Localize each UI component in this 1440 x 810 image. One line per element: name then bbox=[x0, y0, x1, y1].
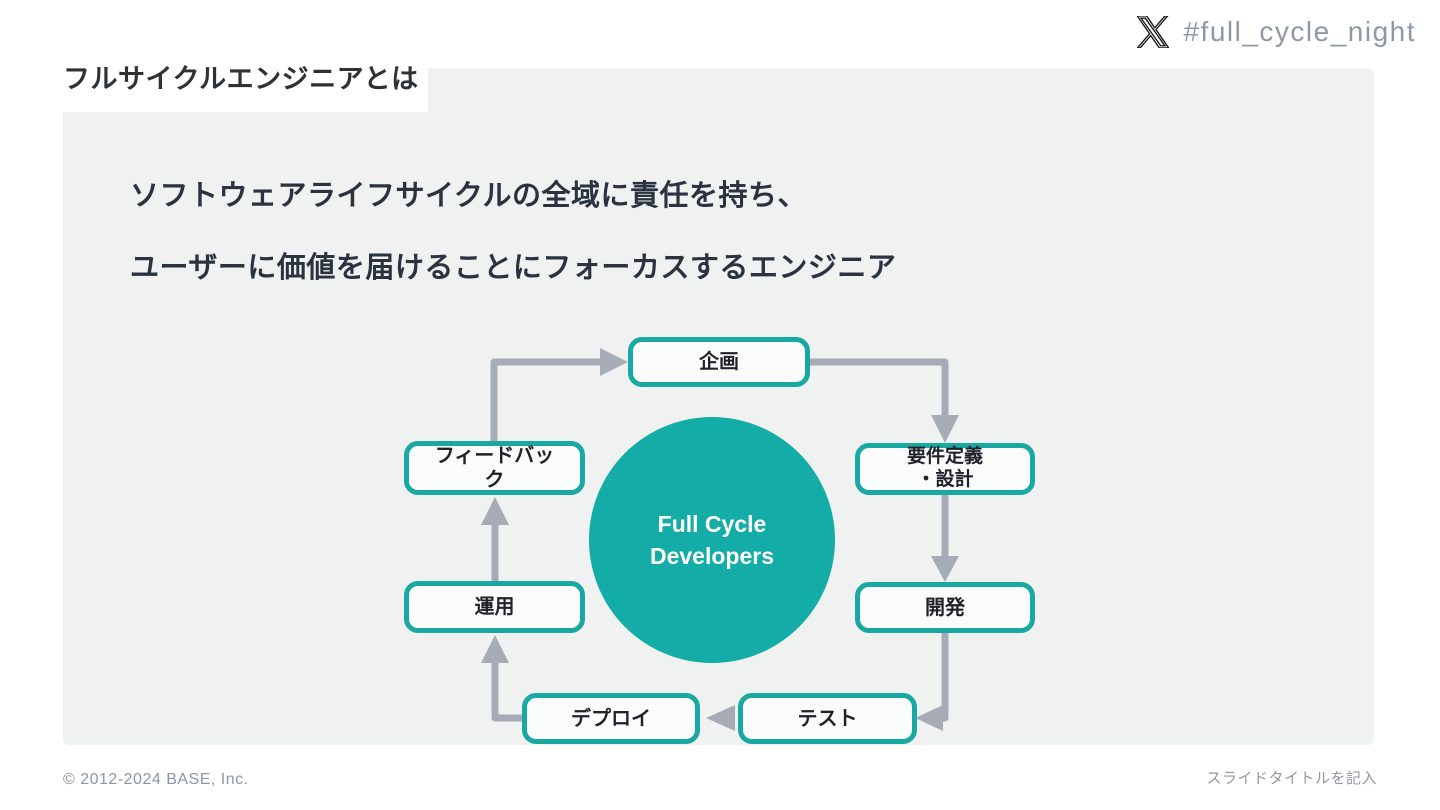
statement-line-1: ソフトウェアライフサイクルの全域に責任を持ち、 bbox=[130, 180, 808, 212]
arrow-plan-to-requirements bbox=[810, 358, 949, 415]
node-operation: 運用 bbox=[404, 581, 585, 633]
arrowhead-into-plan bbox=[600, 348, 628, 376]
footer-note: スライドタイトルを記入 bbox=[1206, 770, 1377, 787]
center-circle-full-cycle-developers: Full Cycle Developers bbox=[589, 417, 835, 663]
arrow-feedback-to-plan bbox=[490, 358, 600, 441]
node-test: テスト bbox=[738, 693, 917, 744]
arrow-deploy-to-operation bbox=[491, 663, 522, 722]
arrowhead-into-operation bbox=[481, 635, 509, 663]
node-development: 開発 bbox=[855, 582, 1035, 633]
arrowhead-into-test bbox=[915, 705, 943, 731]
node-plan: 企画 bbox=[628, 337, 810, 387]
header-hashtag-group: #full_cycle_night bbox=[1137, 16, 1416, 48]
x-twitter-icon bbox=[1137, 16, 1170, 48]
statement: ソフトウェアライフサイクルの全域に責任を持ち、 ユーザーに価値を届けることにフォ… bbox=[130, 180, 897, 285]
copyright-text: © 2012-2024 BASE, Inc. bbox=[63, 771, 249, 788]
node-requirements-design: 要件定義 ・設計 bbox=[855, 443, 1035, 495]
event-hashtag: #full_cycle_night bbox=[1183, 16, 1416, 47]
arrowhead-into-deploy bbox=[706, 705, 735, 731]
arrowhead-into-requirements bbox=[931, 415, 959, 443]
title-box: フルサイクルエンジニアとは bbox=[0, 0, 428, 112]
statement-line-2: ユーザーに価値を届けることにフォーカスするエンジニア bbox=[130, 251, 897, 284]
node-feedback: フィードバッ ク bbox=[404, 441, 585, 495]
arrow-development-to-test bbox=[941, 633, 949, 722]
arrowhead-into-feedback bbox=[481, 497, 509, 525]
arrowhead-into-development bbox=[931, 556, 959, 582]
node-deploy: デプロイ bbox=[522, 693, 700, 744]
page-title: フルサイクルエンジニアとは bbox=[63, 64, 419, 94]
